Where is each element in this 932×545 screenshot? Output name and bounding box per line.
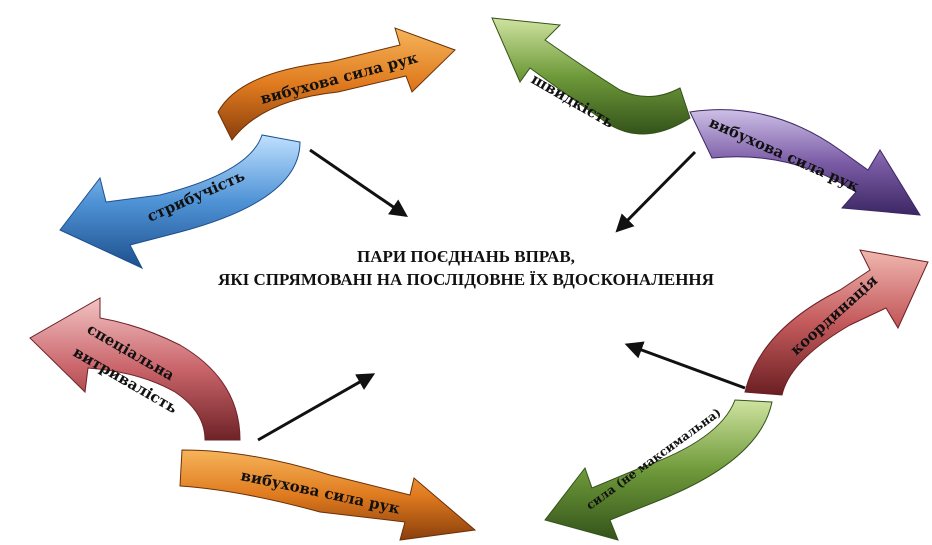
- pair-bottom-left: спеціальна витривалість вибухова сила ру…: [29, 297, 477, 541]
- arrow-explosive-arm-strength-bottom-left: вибухова сила рук: [179, 449, 477, 541]
- arrow-jumping-ability: стрибучість: [59, 134, 301, 270]
- arrow-coordination: координація: [744, 249, 929, 396]
- pair-bottom-right: координація сила (не максимальна): [544, 249, 929, 541]
- arrow-strength-not-maximal: сила (не максимальна): [544, 399, 773, 541]
- pair-top-left: вибухова сила рук стрибучість: [59, 27, 456, 270]
- center-title: ПАРИ ПОЄДНАНЬ ВПРАВ, ЯКІ СПРЯМОВАНІ НА П…: [218, 247, 714, 289]
- pair-top-right: швидкість вибухова сила рук: [491, 17, 921, 216]
- connector-arrow-bottom-right: [624, 341, 746, 390]
- arrow-explosive-arm-strength-top-left: вибухова сила рук: [217, 27, 456, 141]
- center-title-line2: ЯКІ СПРЯМОВАНІ НА ПОСЛІДОВНЕ ЇХ ВДОСКОНА…: [218, 270, 714, 289]
- connector-arrow-top-right: [615, 150, 697, 233]
- connector-arrow-top-left: [309, 148, 408, 218]
- arrow-speed: швидкість: [491, 17, 691, 135]
- arrow-explosive-arm-strength-top-right: вибухова сила рук: [689, 109, 921, 216]
- center-title-line1: ПАРИ ПОЄДНАНЬ ВПРАВ,: [357, 247, 575, 266]
- arrow-special-endurance: спеціальна витривалість: [29, 297, 241, 441]
- connector-arrows: [257, 148, 746, 442]
- connector-arrow-bottom-left: [257, 373, 376, 442]
